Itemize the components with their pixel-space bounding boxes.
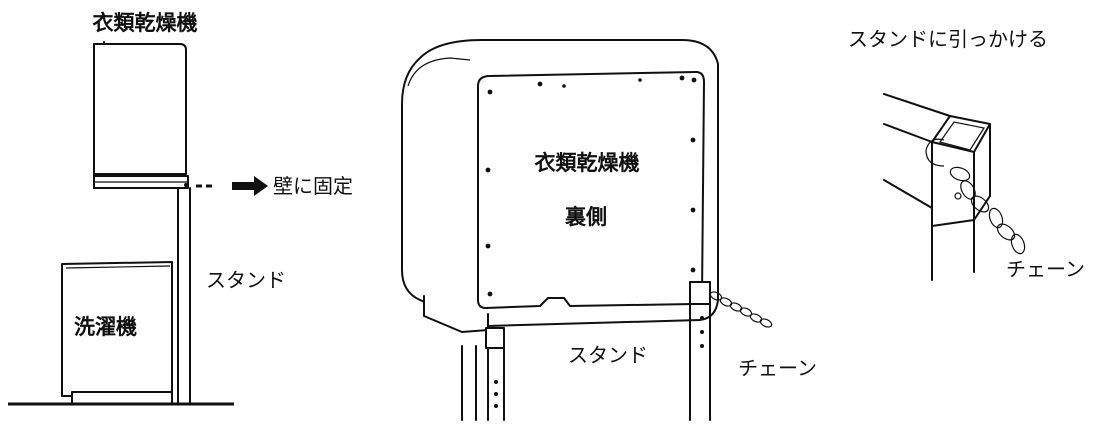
- arrow-right-icon: [196, 176, 268, 196]
- left-stand-pole: [177, 187, 191, 405]
- center-chain-label: チェーン: [738, 356, 817, 380]
- center-dryer-label: 衣類乾燥機: [535, 151, 640, 175]
- center-chain: [709, 291, 773, 328]
- back-panel: [477, 71, 705, 309]
- right-chain-label: チェーン: [1006, 257, 1085, 281]
- left-side-view: 衣類乾燥機 壁に固定 スタンド 洗濯機: [8, 11, 353, 406]
- right-detail-view: スタンドに引っかける: [848, 27, 1085, 281]
- detail-chain: [925, 138, 1026, 255]
- washer-box: [61, 261, 173, 405]
- center-stand-frame: [423, 281, 711, 421]
- detail-stand-bar: [883, 93, 991, 281]
- panel-screws: [485, 75, 697, 297]
- left-dryer-label: 衣類乾燥機: [93, 11, 198, 35]
- back-side-label: 裏側: [564, 205, 607, 229]
- center-stand-label: スタンド: [568, 343, 648, 367]
- left-dryer-box: [93, 43, 189, 189]
- left-stand-label: スタンド: [206, 268, 286, 292]
- wall-fix-label: 壁に固定: [273, 174, 353, 198]
- hook-label: スタンドに引っかける: [848, 27, 1048, 51]
- center-back-view: 衣類乾燥機 裏側 スタン: [401, 39, 817, 421]
- washer-label: 洗濯機: [74, 315, 137, 339]
